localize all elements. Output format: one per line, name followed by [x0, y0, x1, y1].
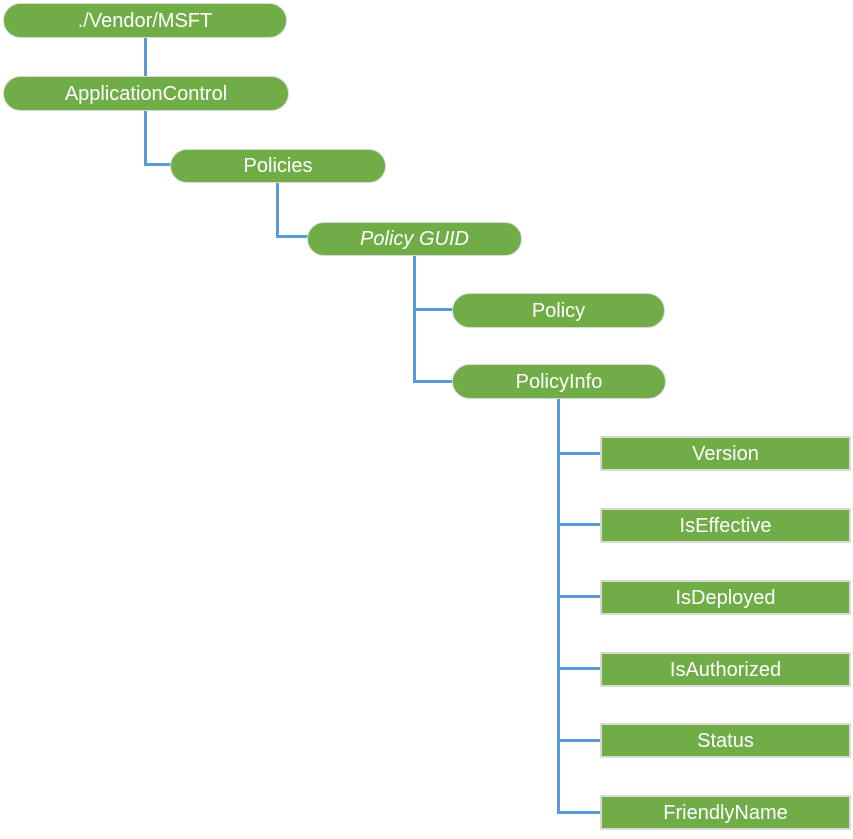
connector-policyinfo-friendlyname-branch	[557, 811, 602, 814]
connector-policyguid-children-vertical	[413, 255, 416, 383]
connector-applicationcontrol-policies-horizontal	[144, 163, 172, 166]
connector-policyinfo-children-vertical	[557, 398, 560, 814]
node-policy-guid: Policy GUID	[307, 222, 522, 256]
connector-policyguid-policyinfo-branch	[413, 380, 454, 383]
node-iseffective: IsEffective	[600, 508, 851, 543]
node-policyinfo: PolicyInfo	[452, 364, 666, 399]
node-status: Status	[600, 723, 851, 758]
connector-policyinfo-isdeployed-branch	[557, 595, 602, 598]
connector-policyguid-policy-branch	[413, 308, 454, 311]
node-policies: Policies	[170, 149, 386, 183]
connector-policyinfo-isauthorized-branch	[557, 667, 602, 670]
connector-policies-policyguid-vertical	[276, 182, 279, 238]
node-policy: Policy	[452, 293, 665, 328]
node-version: Version	[600, 436, 851, 471]
connector-root-applicationcontrol	[144, 37, 147, 77]
node-applicationcontrol: ApplicationControl	[3, 76, 289, 111]
node-vendor-msft: ./Vendor/MSFT	[3, 3, 287, 38]
connector-applicationcontrol-policies-vertical	[144, 110, 147, 166]
node-isdeployed: IsDeployed	[600, 580, 851, 615]
connector-policyinfo-version-branch	[557, 452, 602, 455]
node-isauthorized: IsAuthorized	[600, 652, 851, 687]
node-friendlyname: FriendlyName	[600, 795, 851, 830]
connector-policyinfo-iseffective-branch	[557, 523, 602, 526]
connector-policies-policyguid-horizontal	[276, 235, 309, 238]
connector-policyinfo-status-branch	[557, 739, 602, 742]
